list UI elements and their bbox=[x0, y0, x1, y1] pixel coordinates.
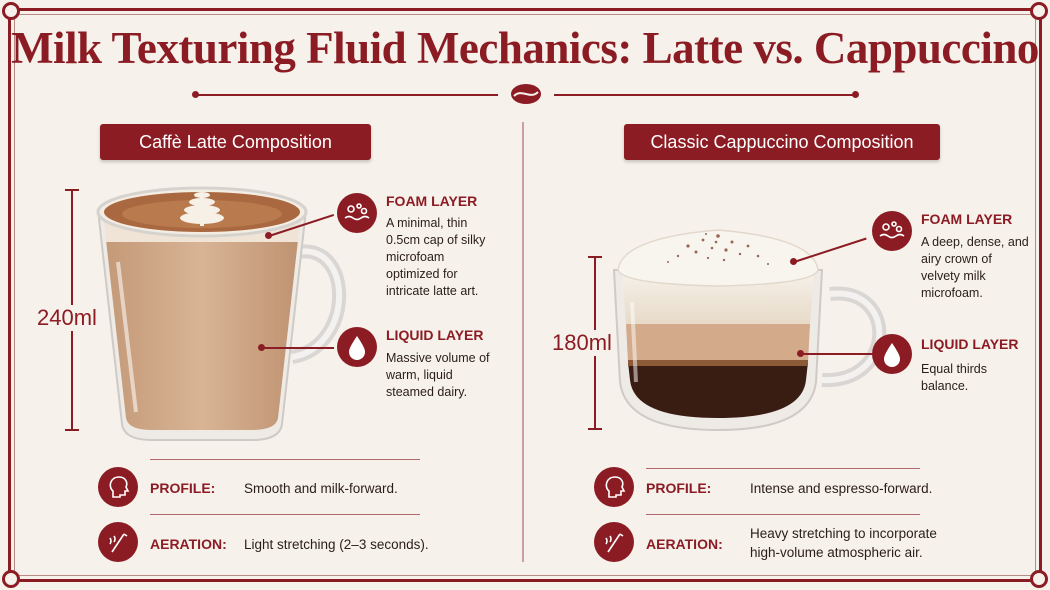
cappuccino-foam-text: A deep, dense, and airy crown of velvety… bbox=[921, 235, 1029, 300]
latte-aeration-key: AERATION: bbox=[150, 536, 227, 552]
volume-tick bbox=[588, 256, 602, 258]
outer-frame bbox=[8, 8, 1042, 582]
corner-ornament bbox=[2, 2, 20, 20]
row-rule bbox=[150, 514, 420, 515]
row-rule bbox=[646, 514, 920, 515]
latte-profile-key: PROFILE: bbox=[150, 480, 216, 496]
bubbles-icon bbox=[872, 211, 912, 251]
latte-liquid-title: LIQUID LAYER bbox=[386, 327, 484, 343]
rule-dot bbox=[192, 91, 199, 98]
cappuccino-aeration-key: AERATION: bbox=[646, 536, 723, 552]
cappuccino-aeration-value: Heavy stretching to incorporate high-vol… bbox=[750, 526, 937, 560]
inner-frame bbox=[14, 14, 1036, 576]
center-divider bbox=[522, 122, 524, 562]
cappuccino-profile-value: Intense and espresso-forward. bbox=[750, 481, 933, 496]
corner-ornament bbox=[2, 570, 20, 588]
cappuccino-glass-illustration bbox=[612, 229, 887, 432]
latte-liquid-text: Massive volume of warm, liquid steamed d… bbox=[386, 351, 490, 399]
volume-tick bbox=[65, 429, 79, 431]
steam-wand-icon bbox=[594, 522, 634, 562]
volume-tick bbox=[65, 189, 79, 191]
coffee-bean-icon bbox=[510, 82, 542, 106]
row-rule bbox=[646, 468, 920, 469]
leader-dot bbox=[790, 258, 797, 265]
head-profile-icon bbox=[98, 467, 138, 507]
latte-foam-title: FOAM LAYER bbox=[386, 193, 478, 209]
row-rule bbox=[150, 459, 420, 460]
liquid-leader-line bbox=[262, 347, 334, 349]
steam-wand-icon bbox=[98, 522, 138, 562]
title-rule bbox=[554, 94, 854, 96]
corner-ornament bbox=[1030, 570, 1048, 588]
latte-foam-text: A minimal, thin 0.5cm cap of silky micro… bbox=[386, 216, 486, 298]
leader-dot bbox=[258, 344, 265, 351]
title-rule bbox=[198, 94, 498, 96]
page-title: Milk Texturing Fluid Mechanics: Latte vs… bbox=[11, 23, 1039, 73]
leader-dot bbox=[265, 232, 272, 239]
head-profile-icon bbox=[594, 467, 634, 507]
volume-tick bbox=[588, 428, 602, 430]
latte-profile-value: Smooth and milk-forward. bbox=[244, 481, 398, 496]
bubbles-icon bbox=[337, 193, 377, 233]
cappuccino-foam-title: FOAM LAYER bbox=[921, 211, 1013, 227]
cappuccino-heading: Classic Cappuccino Composition bbox=[624, 124, 940, 160]
corner-ornament bbox=[1030, 2, 1048, 20]
liquid-leader-line bbox=[801, 353, 873, 355]
leader-dot bbox=[797, 350, 804, 357]
latte-heading: Caffè Latte Composition bbox=[100, 124, 371, 160]
latte-glass-illustration bbox=[96, 186, 347, 441]
cappuccino-liquid-text: Equal thirds balance. bbox=[921, 362, 988, 393]
droplet-icon bbox=[337, 327, 377, 367]
cappuccino-volume-label: 180ml bbox=[550, 330, 614, 356]
latte-volume-label: 240ml bbox=[35, 305, 99, 331]
cappuccino-liquid-title: LIQUID LAYER bbox=[921, 336, 1019, 352]
droplet-icon bbox=[872, 334, 912, 374]
cappuccino-profile-key: PROFILE: bbox=[646, 480, 712, 496]
latte-aeration-value: Light stretching (2–3 seconds). bbox=[244, 537, 429, 552]
rule-dot bbox=[852, 91, 859, 98]
